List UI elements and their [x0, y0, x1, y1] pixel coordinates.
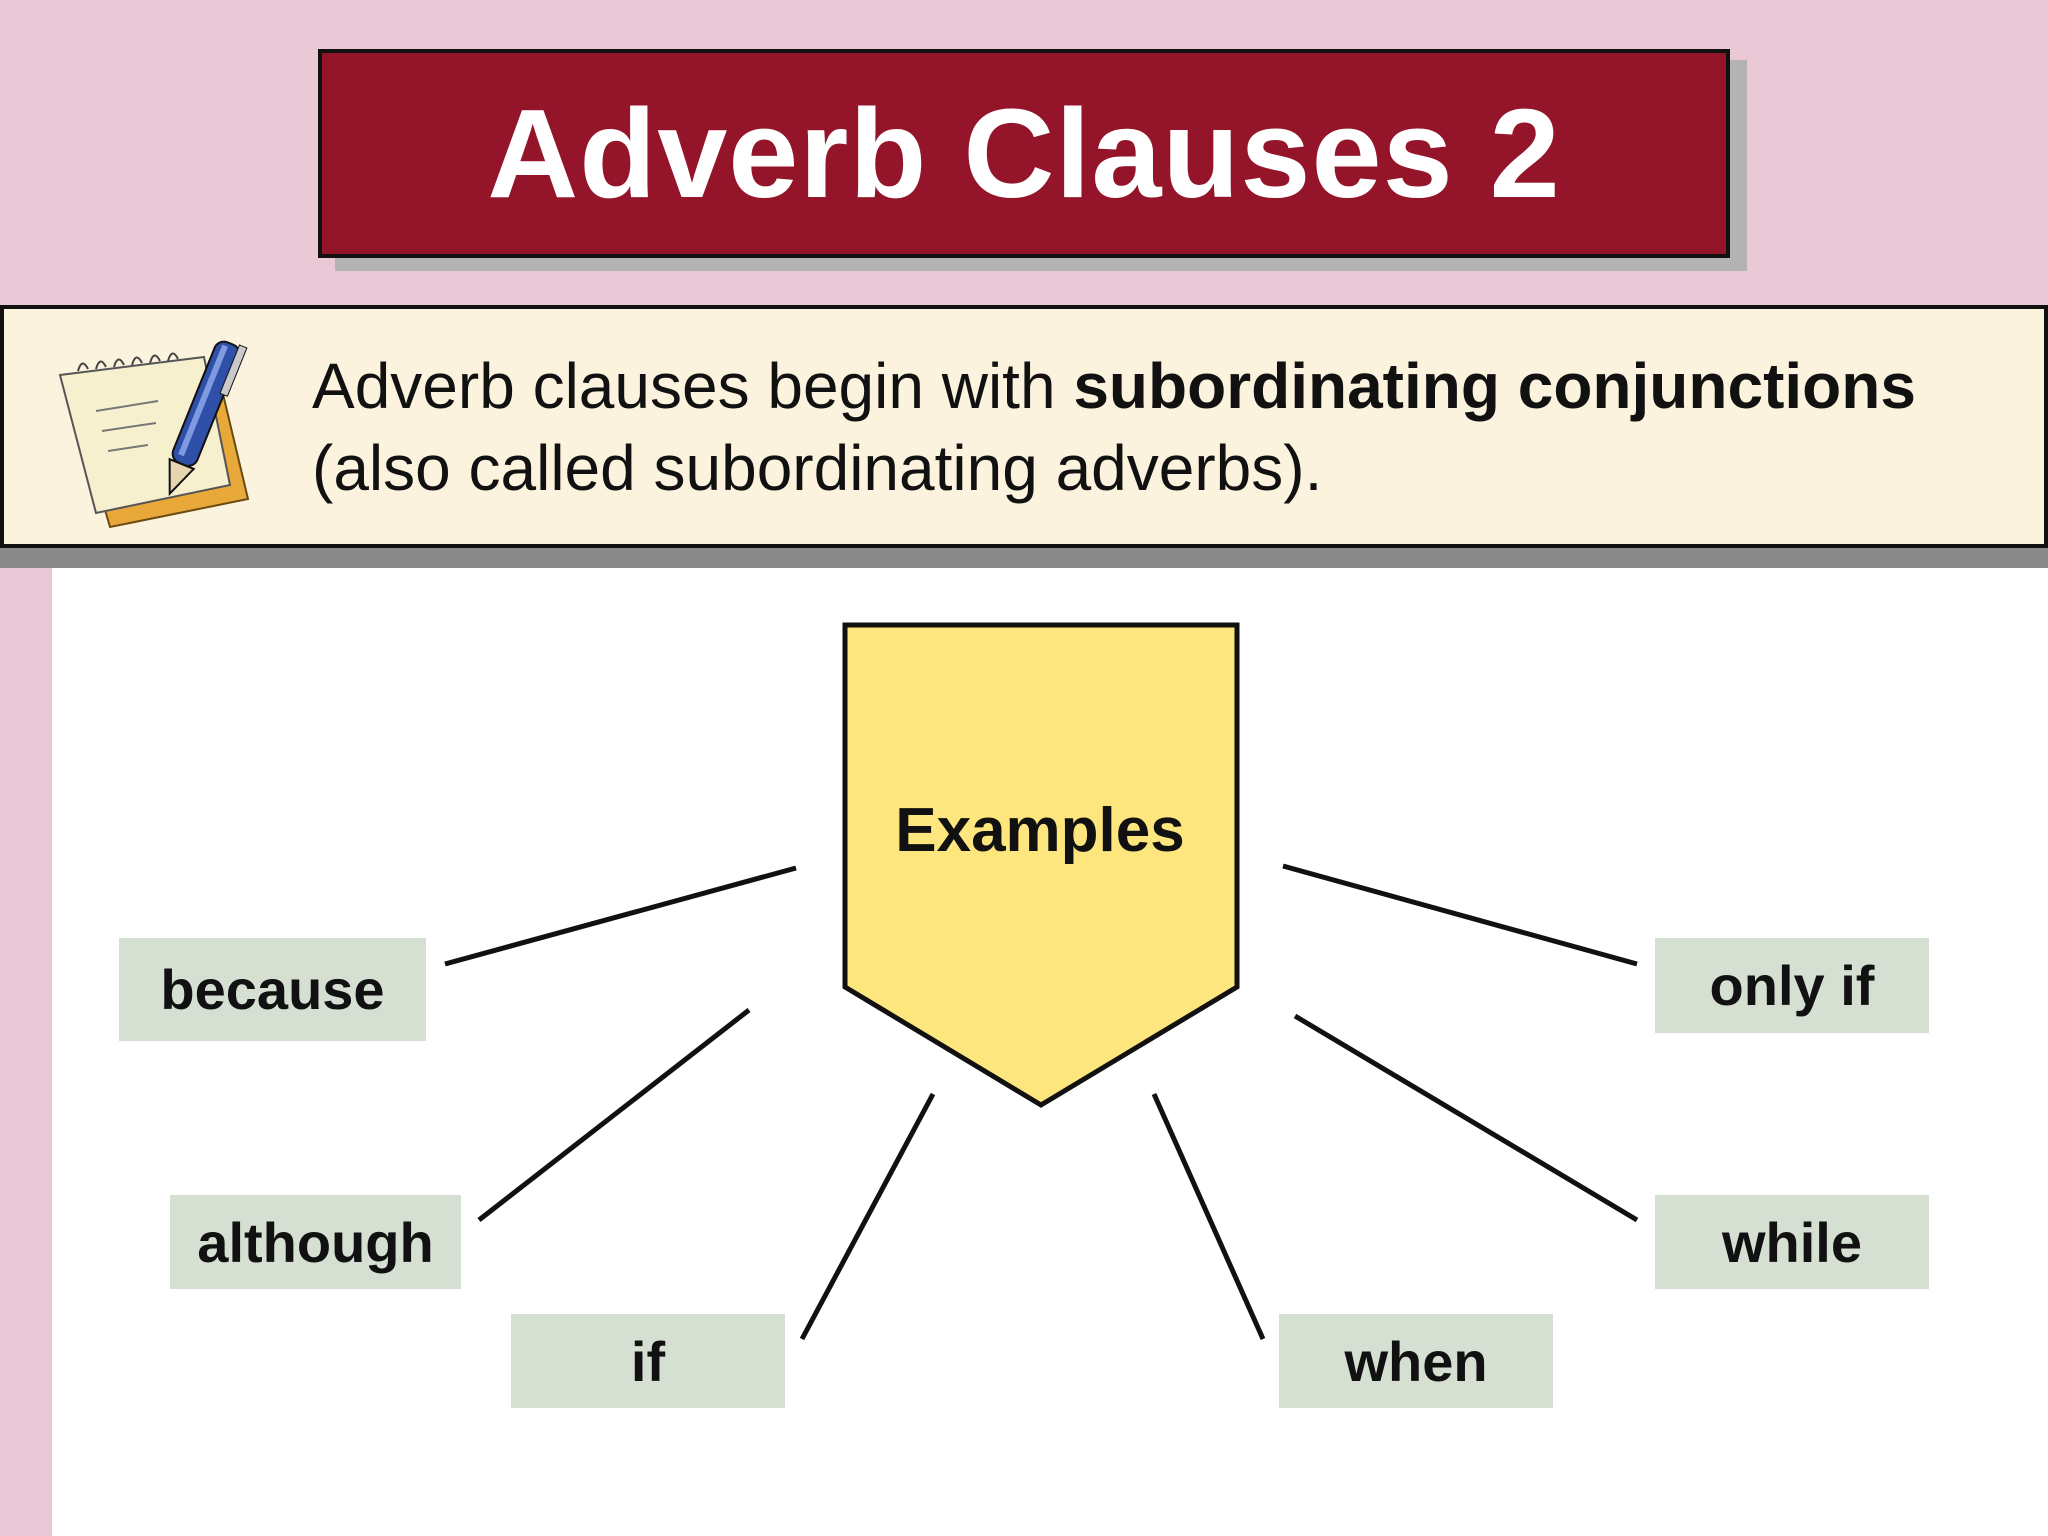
example-only-if: only if [1655, 938, 1929, 1033]
example-although: although [170, 1195, 461, 1289]
example-when: when [1279, 1314, 1553, 1408]
example-because: because [119, 938, 426, 1041]
note-text-intro: Adverb clauses begin with [312, 350, 1074, 422]
title-banner: Adverb Clauses 2 [318, 49, 1730, 258]
examples-label: Examples [895, 796, 1185, 865]
notepad-pen-icon [58, 340, 250, 529]
note-text-continuation: (also called subordinating adverbs). [312, 432, 1323, 504]
example-while: while [1655, 1195, 1929, 1289]
connector-although [477, 1008, 751, 1222]
example-if: if [511, 1314, 785, 1408]
slide-title: Adverb Clauses 2 [487, 83, 1561, 224]
note-box: Adverb clauses begin with subordinating … [0, 305, 2048, 548]
connector-if [799, 1092, 936, 1341]
connector-because [444, 865, 797, 967]
connector-when [1151, 1092, 1266, 1341]
note-text-bold: subordinating conjunctions [1073, 350, 1916, 422]
note-text: Adverb clauses begin with subordinating … [312, 345, 2042, 509]
connector-while [1293, 1013, 1639, 1223]
examples-center-shape [842, 622, 1240, 1108]
connector-only-if [1282, 863, 1638, 967]
